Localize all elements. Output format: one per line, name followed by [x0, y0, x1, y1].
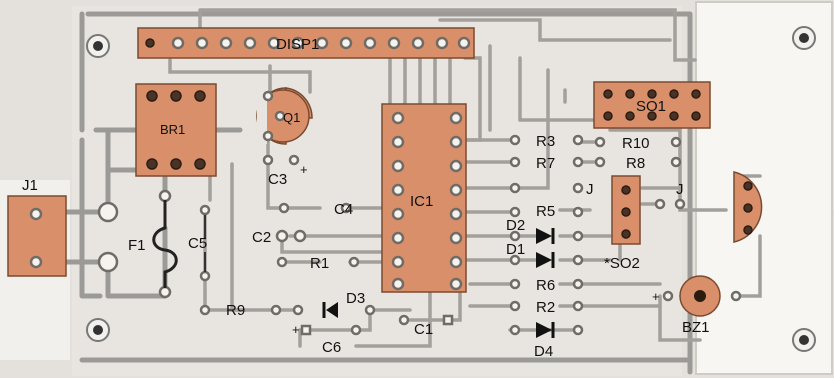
- so2-socket: *SO2: [604, 175, 641, 272]
- ic1-chip: IC1: [381, 103, 467, 293]
- d2-diode: D2: [506, 217, 584, 244]
- c5-capacitor: C5: [188, 204, 211, 282]
- c6-label: C6: [322, 339, 341, 356]
- c4-capacitor: C4: [278, 201, 353, 218]
- bz1-plus: +: [652, 289, 660, 304]
- c2-label: C2: [252, 229, 271, 246]
- r7-label: R7: [536, 155, 555, 172]
- r1-label: R1: [310, 255, 329, 272]
- j-jumper: J: [509, 181, 594, 198]
- d4-diode: D4: [509, 322, 584, 360]
- r2-label: R2: [536, 299, 555, 316]
- c3-capacitor: C3 +: [262, 154, 308, 188]
- r8-label: R8: [626, 155, 645, 172]
- j-right-label: J: [676, 181, 684, 198]
- br1-label: BR1: [160, 122, 185, 137]
- j-right-jumper: J: [654, 181, 686, 210]
- r3-label: R3: [536, 133, 555, 150]
- c5-label: C5: [188, 235, 207, 252]
- c1-label: C1: [414, 321, 433, 338]
- disp1-header: DISP1: [137, 27, 475, 59]
- c1-capacitor: C1: [398, 314, 454, 338]
- f1-fuse: F1: [128, 189, 178, 299]
- r9-label: R9: [226, 302, 245, 319]
- disp1-label: DISP1: [276, 36, 319, 53]
- q1-label: Q1: [283, 110, 300, 125]
- r5-resistor: R5: [509, 203, 584, 220]
- c3-label: C3: [268, 171, 287, 188]
- c4-label: C4: [334, 201, 353, 218]
- r9-resistor: R9: [199, 302, 282, 319]
- so1-socket: SO1: [593, 81, 711, 129]
- ic1-label: IC1: [410, 193, 433, 210]
- so1-label: SO1: [636, 98, 666, 115]
- d1-label: D1: [506, 241, 525, 258]
- c3-plus: +: [300, 162, 308, 177]
- d4-label: D4: [534, 343, 553, 360]
- so2-label: *SO2: [604, 255, 640, 272]
- d2-label: D2: [506, 217, 525, 234]
- d3-diode: D3: [292, 290, 376, 318]
- r1-resistor: R1: [276, 255, 360, 272]
- r6-label: R6: [536, 277, 555, 294]
- c6-capacitor: + C6: [292, 322, 362, 356]
- j-label: J: [586, 181, 594, 198]
- q1-transistor: Q1: [256, 87, 313, 145]
- c6-plus: +: [292, 322, 300, 337]
- bz1-buzzer: + BZ1: [652, 275, 742, 336]
- r3-resistor: R3: [509, 133, 584, 150]
- bz1-label: BZ1: [682, 319, 710, 336]
- r6-resistor: R6: [509, 277, 584, 294]
- j1-label: J1: [22, 177, 38, 194]
- d1-diode: D1: [506, 241, 584, 268]
- d3-label: D3: [346, 290, 365, 307]
- r8-resistor: R8: [594, 155, 682, 172]
- mounting-holes: [86, 26, 816, 352]
- r10-label: R10: [622, 135, 650, 152]
- r7-resistor: R7: [509, 155, 584, 172]
- right-panel: [695, 1, 833, 375]
- j1-connector: J1: [7, 177, 119, 277]
- r10-resistor: R10: [594, 135, 682, 152]
- q2-transistor: [733, 171, 763, 243]
- r2-resistor: R2: [509, 299, 584, 316]
- f1-label: F1: [128, 237, 146, 254]
- br1-bridge: BR1: [135, 83, 217, 177]
- c2-capacitor: C2: [252, 229, 307, 246]
- r5-label: R5: [536, 203, 555, 220]
